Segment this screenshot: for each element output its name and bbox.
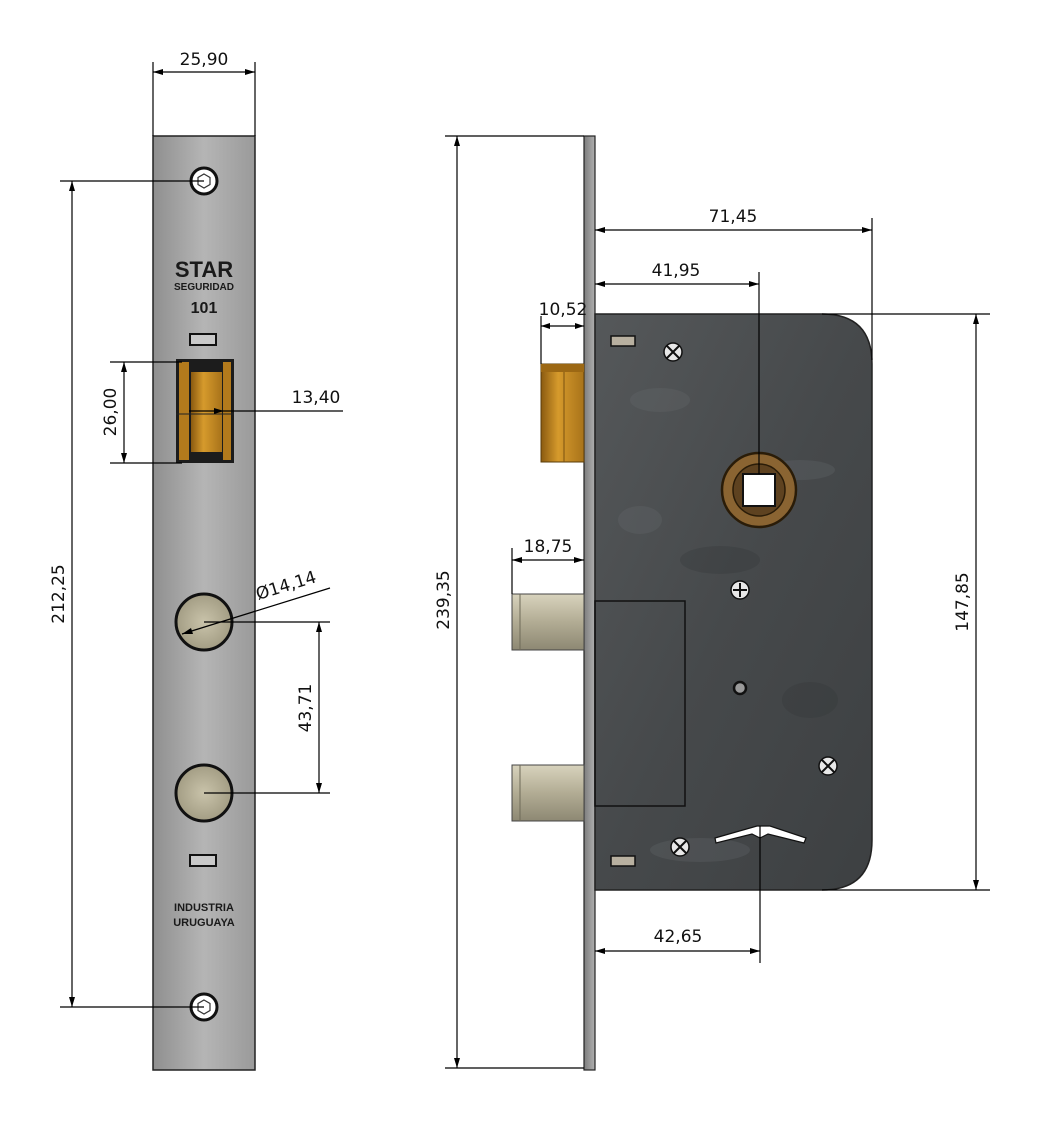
dim-latch-projection-label: 10,52 [539, 300, 588, 320]
deadbolt-bottom-side [511, 764, 585, 822]
lock-case [594, 313, 873, 891]
dim-hole-spacing: 212,25 [49, 180, 204, 1008]
dim-latch-offset: 13,40 [189, 388, 343, 414]
side-view: 239,35 71,45 41,95 10,52 [434, 135, 990, 1071]
deadbolt-top-side [511, 593, 585, 651]
dim-backset: 41,95 [595, 261, 760, 474]
dim-bolt-spacing: 43,71 [204, 621, 330, 794]
dim-latch-height: 26,00 [101, 361, 182, 464]
spindle-hub [720, 451, 798, 529]
dim-latch-height-label: 26,00 [101, 388, 121, 437]
bolt-carrier-outline [594, 600, 686, 807]
origin-line1: INDUSTRIA [174, 902, 234, 914]
dim-bolt-projection-label: 18,75 [524, 537, 573, 557]
dim-hole-spacing-label: 212,25 [49, 564, 69, 623]
screw-4-icon [670, 837, 690, 857]
pivot-icon [732, 680, 748, 696]
dim-case-height-label: 147,85 [953, 572, 973, 631]
model-text: 101 [191, 300, 218, 317]
screw-1-icon [663, 342, 683, 362]
slot-top [189, 333, 217, 346]
dim-width: 25,90 [152, 50, 256, 136]
dim-backset-label: 41,95 [652, 261, 701, 281]
dim-case-depth-label: 71,45 [709, 207, 758, 227]
dim-total-height-label: 239,35 [434, 570, 454, 629]
side-slot-top [610, 335, 636, 347]
dim-total-height: 239,35 [434, 135, 584, 1069]
slot-bottom [189, 854, 217, 867]
origin-line2: URUGUAYA [173, 917, 235, 929]
latch-side [540, 363, 585, 463]
dim-latch-offset-label: 13,40 [292, 388, 341, 408]
side-faceplate [583, 135, 596, 1071]
dim-case-height: 147,85 [822, 313, 990, 891]
side-slot-bottom [610, 855, 636, 867]
dim-key-center: 42,65 [595, 826, 761, 963]
dim-case-depth: 71,45 [595, 207, 873, 360]
screw-2-icon [730, 580, 750, 600]
front-view: STAR SEGURIDAD 101 INDUSTRIA URUGUAYA [49, 50, 343, 1071]
dim-bolt-diameter-label: Ø14,14 [254, 568, 319, 605]
brand-subtext: SEGURIDAD [174, 282, 234, 293]
dim-bolt-spacing-label: 43,71 [296, 684, 316, 733]
dim-latch-projection: 10,52 [539, 300, 588, 364]
screw-3-icon [818, 756, 838, 776]
dim-width-label: 25,90 [180, 50, 229, 70]
brand-text: STAR [175, 257, 233, 282]
dim-bolt-projection: 18,75 [511, 537, 584, 594]
dim-key-center-label: 42,65 [654, 927, 703, 947]
